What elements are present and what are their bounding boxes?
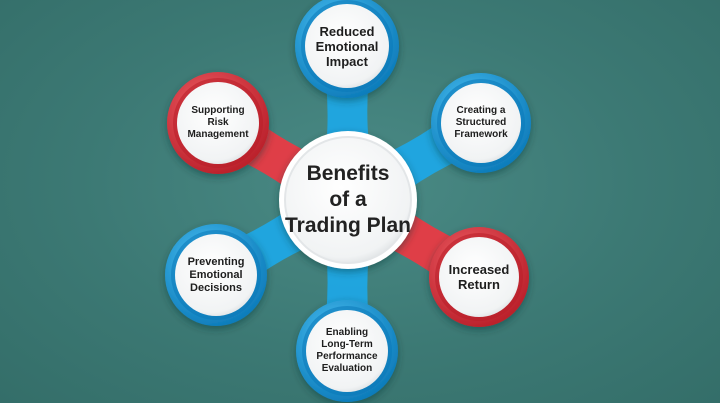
node-label-line: Impact	[326, 53, 368, 69]
hub-title-line-1: Benefits	[306, 162, 390, 185]
node-circle-enabling-long-term-performance-evaluation	[306, 310, 388, 392]
node-label-line: Framework	[454, 129, 508, 140]
node-label-line: Evaluation	[321, 363, 373, 374]
hub-title-line-2: of a	[329, 188, 367, 211]
node-circle-creating-a-structured-framework	[441, 83, 521, 163]
node-circle-preventing-emotional-decisions	[175, 234, 257, 316]
node-circle-supporting-risk-management	[177, 82, 259, 164]
node-label-line: Emotional	[189, 268, 243, 281]
node-circle-increased-return	[439, 237, 519, 317]
node-label-line: Return	[458, 277, 500, 292]
node-label-line: Creating a	[456, 105, 506, 116]
node-label-line: Emotional	[315, 38, 379, 54]
node-circle-reduced-emotional-impact	[305, 4, 389, 88]
node-label-line: Enabling	[325, 327, 369, 338]
node-label-line: Long-Term	[321, 339, 373, 350]
node-label-line: Supporting	[191, 105, 245, 116]
node-label-line: Structured	[455, 117, 507, 128]
node-label-line: Risk	[207, 117, 229, 128]
node-label-line: Decisions	[190, 281, 242, 294]
node-label-line: Performance	[316, 351, 378, 362]
hub-title: Benefits of a Trading Plan	[280, 150, 416, 250]
node-label-line: Management	[187, 129, 249, 140]
hub-circle	[284, 136, 412, 264]
node-label-line: Increased	[448, 262, 510, 277]
hub-title-line-3: Trading Plan	[284, 214, 412, 237]
node-label-line: Preventing	[187, 255, 245, 268]
node-label-line: Reduced	[319, 23, 375, 39]
